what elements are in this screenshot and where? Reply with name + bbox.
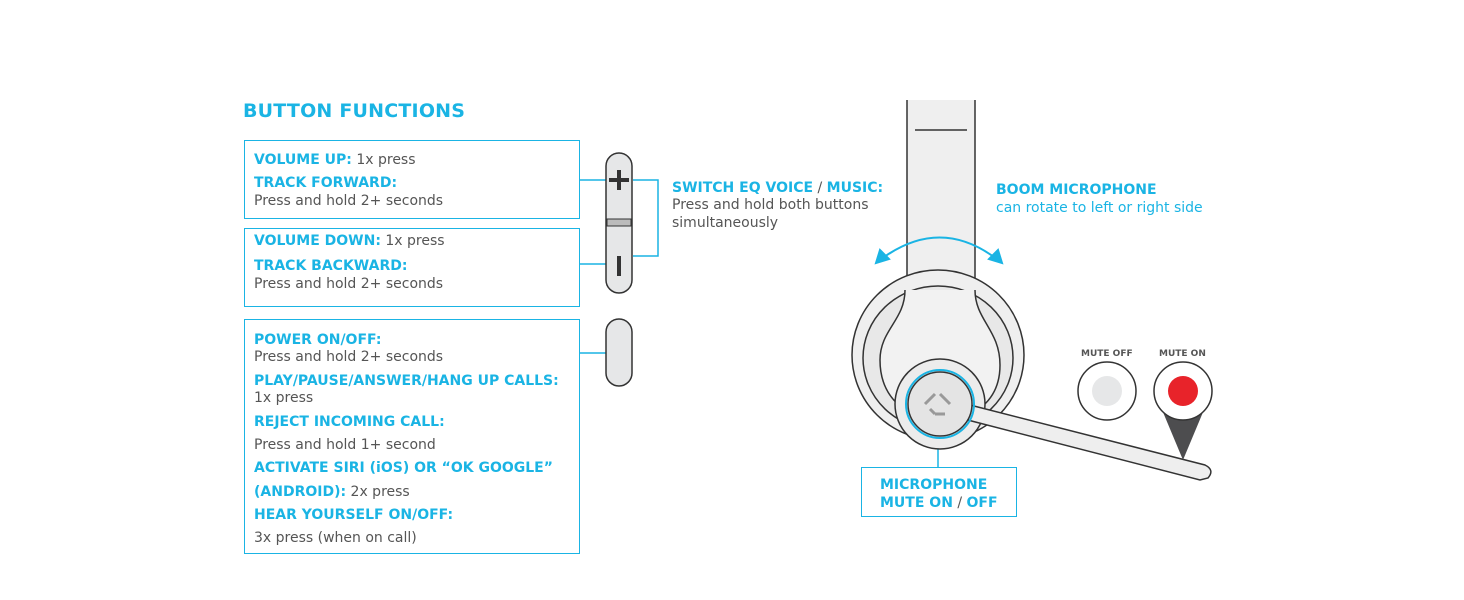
mute-off-label: MUTE OFF [1081, 349, 1133, 359]
headset-illustration [851, 100, 1212, 481]
track-backward-label: TRACK BACKWARD: [254, 258, 408, 274]
track-forward-label: TRACK FORWARD: [254, 175, 398, 191]
mute-on-indicator [1153, 361, 1213, 460]
switch-eq-voice-label: SWITCH EQ VOICE [672, 180, 814, 196]
hear-yourself-text: 3x press (when on call) [254, 530, 417, 546]
volume-down-box: VOLUME DOWN: 1x press TRACK BACKWARD: Pr… [244, 228, 580, 307]
android-label: (ANDROID): [254, 484, 347, 500]
connector-lines [580, 179, 939, 467]
power-text: Press and hold 2+ seconds [254, 349, 444, 365]
volume-down-label: VOLUME DOWN: [254, 233, 381, 249]
separator: / [813, 180, 827, 196]
reject-call-label: REJECT INCOMING CALL: [254, 414, 445, 430]
page-title: BUTTON FUNCTIONS [243, 100, 466, 122]
volume-down-text: 1x press [380, 233, 445, 249]
power-box: POWER ON/OFF: Press and hold 2+ seconds … [244, 319, 580, 554]
volume-up-text: 1x press [351, 152, 416, 168]
hear-yourself-label: HEAR YOURSELF ON/OFF: [254, 507, 454, 523]
mute-on-label: MUTE ON [1159, 349, 1206, 359]
play-pause-label: PLAY/PAUSE/ANSWER/HANG UP CALLS: [254, 373, 559, 389]
switch-eq-text: Press and hold both buttons [672, 197, 869, 213]
volume-up-box: VOLUME UP: 1x press TRACK FORWARD: Press… [244, 140, 580, 219]
switch-eq-heading: SWITCH EQ VOICE / MUSIC: [672, 179, 883, 197]
volume-button-rocker [605, 152, 633, 294]
play-pause-text: 1x press [254, 390, 314, 406]
voice-assistant-label: ACTIVATE SIRI (iOS) OR “OK GOOGLE” [254, 460, 553, 476]
mute-off-indicator [1077, 361, 1137, 421]
mute-on-text: MUTE ON [880, 495, 953, 511]
voice-assistant-text: 2x press [346, 484, 410, 500]
rotate-arrow-icon [874, 236, 1004, 265]
switch-eq-music-label: MUSIC: [826, 180, 884, 196]
track-forward-text: Press and hold 2+ seconds [254, 193, 444, 209]
logo-icon [923, 392, 952, 416]
switch-eq-text-2: simultaneously [672, 215, 779, 231]
minus-icon [617, 256, 621, 276]
boom-mic-text: can rotate to left or right side [996, 200, 1203, 216]
reject-call-text: Press and hold 1+ second [254, 437, 436, 453]
mute-button-highlight [905, 369, 975, 439]
track-backward-text: Press and hold 2+ seconds [254, 276, 444, 292]
mic-mute-box: MICROPHONE MUTE ON / OFF [861, 467, 1017, 517]
power-label: POWER ON/OFF: [254, 332, 382, 348]
volume-up-label: VOLUME UP: [254, 152, 352, 168]
mic-mute-title: MICROPHONE [880, 477, 988, 493]
plus-icon [609, 170, 629, 190]
power-button [605, 318, 633, 387]
separator: / [952, 495, 967, 511]
boom-mic-title: BOOM MICROPHONE [996, 182, 1157, 198]
mute-off-text: OFF [966, 495, 998, 511]
